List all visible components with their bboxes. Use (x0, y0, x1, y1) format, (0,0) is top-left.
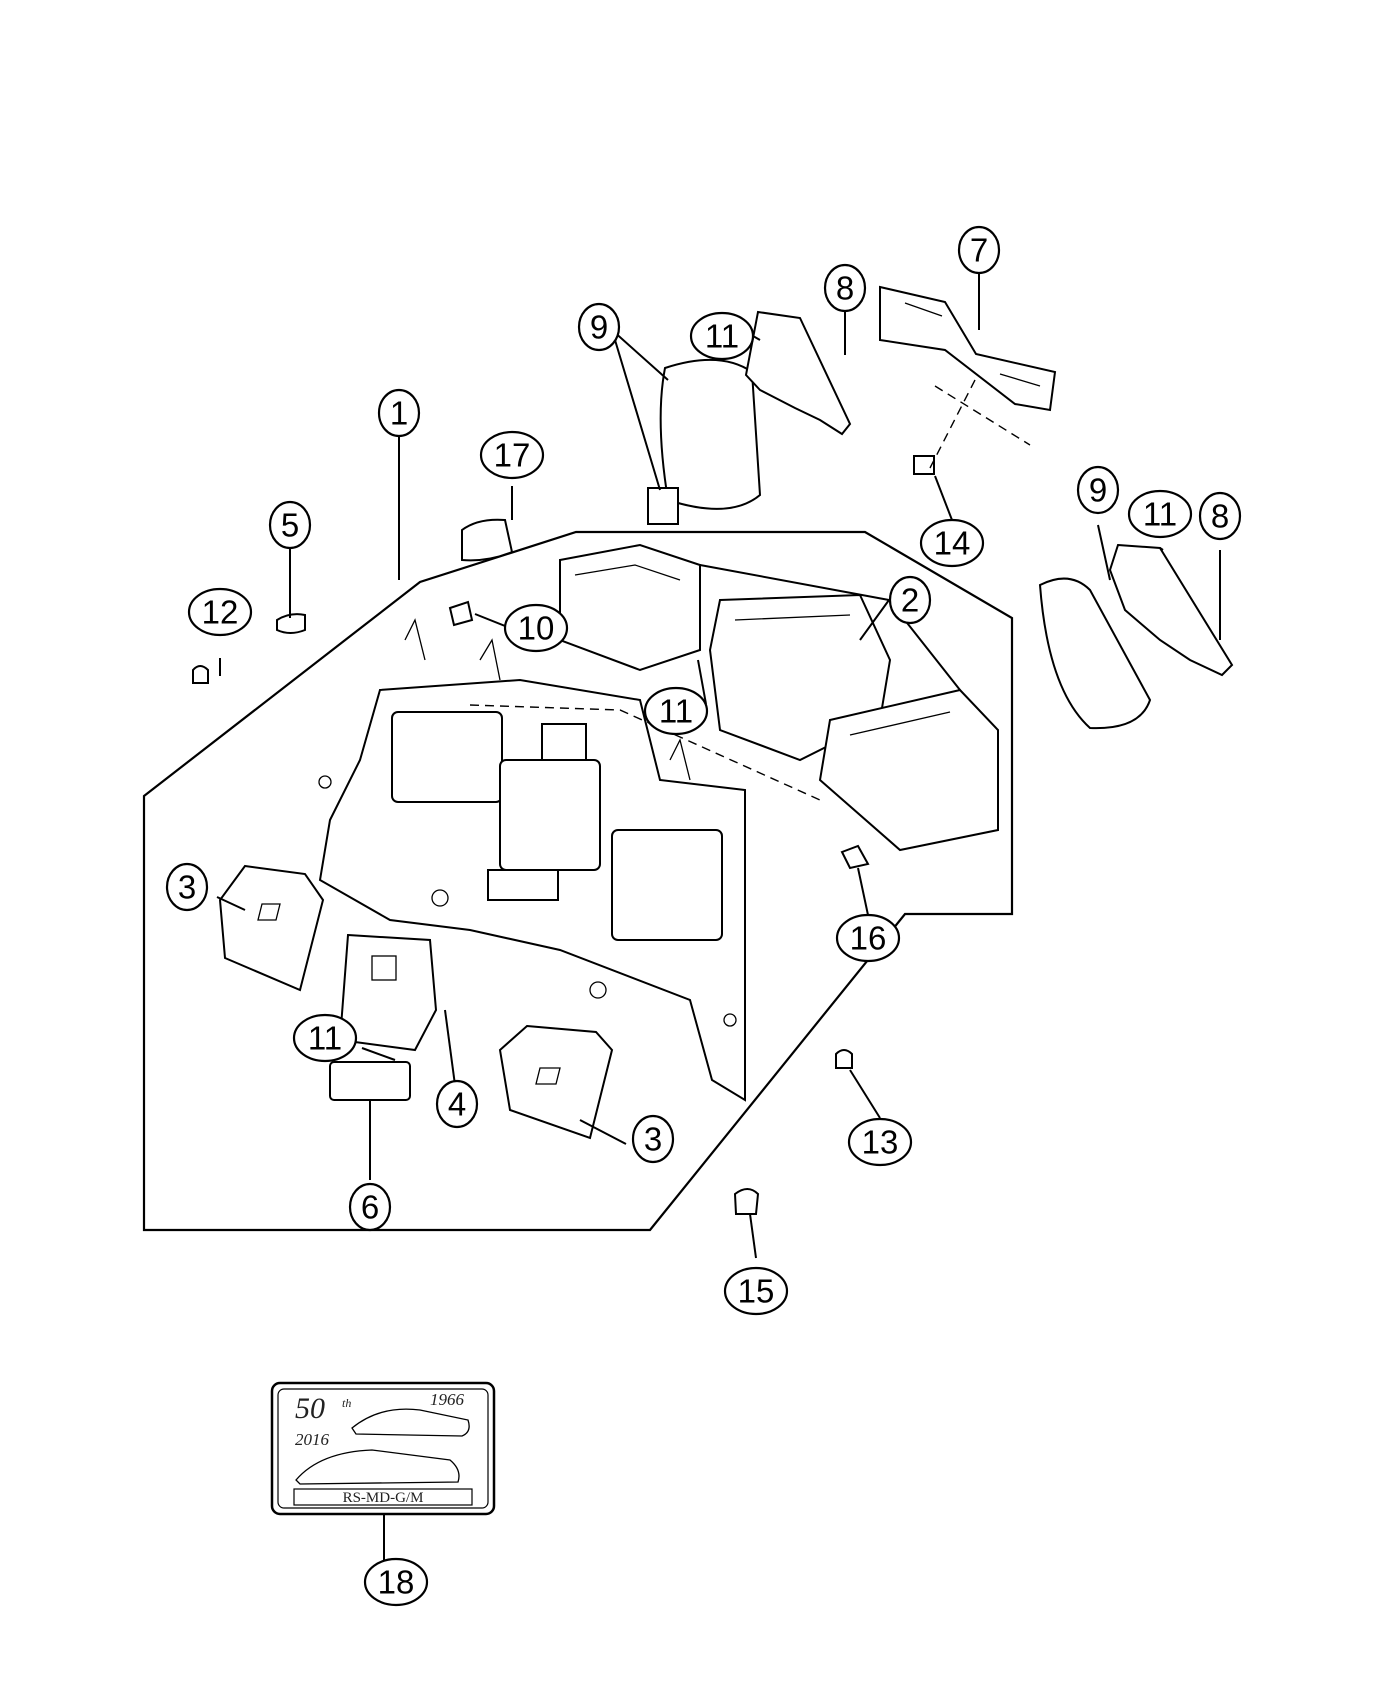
tab-item-9-upper (647, 487, 679, 525)
svg-text:5: 5 (281, 507, 299, 544)
callout-18: 18 (363, 1557, 429, 1607)
callout-12: 12 (187, 587, 253, 637)
svg-text:12: 12 (202, 594, 239, 631)
callout-7: 7 (957, 225, 1001, 275)
callout-1: 1 (377, 388, 421, 438)
svg-text:8: 8 (836, 270, 854, 307)
callout-9-lower: 9 (1076, 465, 1120, 515)
clip-item-10 (448, 600, 474, 627)
callout-11-right: 11 (1127, 489, 1193, 539)
fastener-item-15 (733, 1188, 760, 1215)
callout-2: 2 (888, 575, 932, 625)
assembly-line (469, 704, 821, 801)
svg-text:11: 11 (705, 318, 739, 355)
plug-item-5 (276, 613, 306, 634)
callout-11-upper: 11 (689, 311, 755, 361)
svg-text:13: 13 (862, 1124, 899, 1161)
svg-text:7: 7 (970, 232, 988, 269)
assembly-line (929, 379, 1031, 469)
callout-17: 17 (479, 430, 545, 480)
svg-text:17: 17 (494, 437, 531, 474)
fastener-item-13 (835, 1049, 853, 1069)
svg-text:1: 1 (390, 395, 408, 432)
bezel-8-lower (1108, 543, 1234, 677)
cover-item-3-left (218, 864, 325, 992)
bezel-item-6 (329, 1061, 411, 1101)
svg-text:11: 11 (1143, 496, 1177, 533)
callout-3-right: 3 (631, 1114, 675, 1164)
plaque-anniversary-suffix: th (342, 1396, 351, 1410)
svg-text:3: 3 (178, 869, 196, 906)
callout-8-lower: 8 (1198, 491, 1242, 541)
svg-text:6: 6 (361, 1189, 379, 1226)
trim-panel-9-lower (1038, 577, 1152, 730)
svg-text:18: 18 (378, 1564, 415, 1601)
cap-item-17 (461, 518, 514, 562)
svg-text:11: 11 (308, 1020, 342, 1057)
svg-text:9: 9 (590, 309, 608, 346)
rear-trim-panel (318, 618, 746, 1102)
callout-4: 4 (435, 1079, 479, 1129)
pushpin-item-12 (192, 665, 209, 684)
svg-text:16: 16 (850, 920, 887, 957)
plaque-year-end: 2016 (295, 1430, 330, 1449)
callout-9-upper: 9 (577, 302, 621, 352)
plaque-anniversary: 50 (295, 1392, 325, 1425)
callout-16: 16 (835, 913, 901, 963)
clip-item-14 (913, 455, 935, 475)
svg-text:4: 4 (448, 1086, 466, 1123)
svg-text:2: 2 (901, 582, 919, 619)
storage-bins (559, 543, 999, 852)
car-silhouette-2016 (295, 1449, 460, 1485)
plaque-trim-codes: RS-MD-G/M (343, 1490, 424, 1506)
trim-panel-9-upper (659, 358, 762, 510)
svg-text:14: 14 (934, 525, 971, 562)
callout-15: 15 (723, 1266, 789, 1316)
callout-8-upper: 8 (823, 263, 867, 313)
svg-text:3: 3 (644, 1121, 662, 1158)
callout-14: 14 (919, 518, 985, 568)
svg-text:11: 11 (659, 693, 693, 730)
callout-11-lower: 11 (292, 1013, 358, 1063)
bezel-8-upper (744, 310, 852, 436)
car-silhouette-1966 (351, 1408, 470, 1437)
svg-text:8: 8 (1211, 498, 1229, 535)
clip-item-16 (840, 844, 870, 870)
callout-6: 6 (348, 1182, 392, 1232)
anniversary-plaque: 50 th 1966 2016 RS-MD-G/M (270, 1381, 496, 1516)
callout-10: 10 (503, 603, 569, 653)
svg-text:15: 15 (738, 1273, 775, 1310)
grille-item-7 (879, 285, 1057, 412)
callout-3-left: 3 (165, 862, 209, 912)
plaque-year-start: 1966 (430, 1390, 465, 1409)
svg-text:9: 9 (1089, 472, 1107, 509)
callout-11-middle: 11 (643, 686, 709, 736)
callout-5: 5 (268, 500, 312, 550)
svg-text:10: 10 (518, 610, 555, 647)
callout-13: 13 (847, 1117, 913, 1167)
